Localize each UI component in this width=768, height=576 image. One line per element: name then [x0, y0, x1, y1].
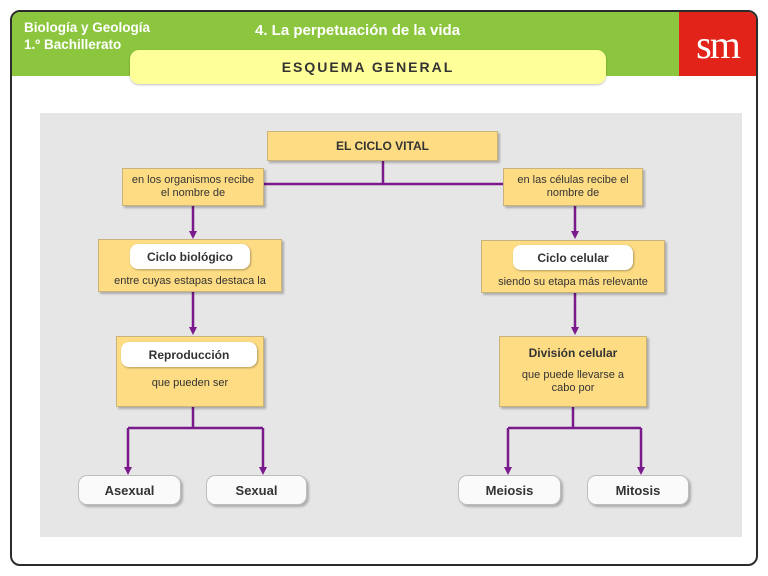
reproduccion-note: que pueden ser	[151, 377, 229, 389]
ciclo-celular-title: Ciclo celular	[513, 245, 633, 270]
unit-title: 4. La perpetuación de la vida	[255, 22, 461, 39]
right-branch-note: en las células recibe el nombre de	[503, 168, 643, 206]
course-name: 1.º Bachillerato	[24, 37, 122, 52]
left-branch-note: en los organismos recibe el nombre de	[122, 168, 264, 206]
ciclo-celular-note: siendo su etapa más relevante	[498, 276, 648, 288]
leaf-meiosis: Meiosis	[458, 475, 561, 505]
division-celular-title: División celular	[528, 346, 618, 360]
ciclo-biologico-title: Ciclo biológico	[130, 244, 250, 269]
section-title: ESQUEMA GENERAL	[130, 50, 606, 84]
leaf-sexual: Sexual	[206, 475, 307, 505]
subject-label: Biología y Geología 1.º Bachillerato	[24, 19, 150, 53]
sm-logo: sm	[679, 12, 756, 76]
subject-name: Biología y Geología	[24, 20, 151, 35]
leaf-asexual: Asexual	[78, 475, 181, 505]
division-celular-note: que puede llevarse a cabo por	[521, 369, 625, 394]
leaf-mitosis: Mitosis	[587, 475, 689, 505]
ciclo-biologico-note: entre cuyas estapas destaca la	[114, 275, 266, 287]
reproduccion-title: Reproducción	[121, 342, 257, 367]
root-node: EL CICLO VITAL	[267, 131, 498, 161]
division-celular-node	[499, 336, 647, 407]
